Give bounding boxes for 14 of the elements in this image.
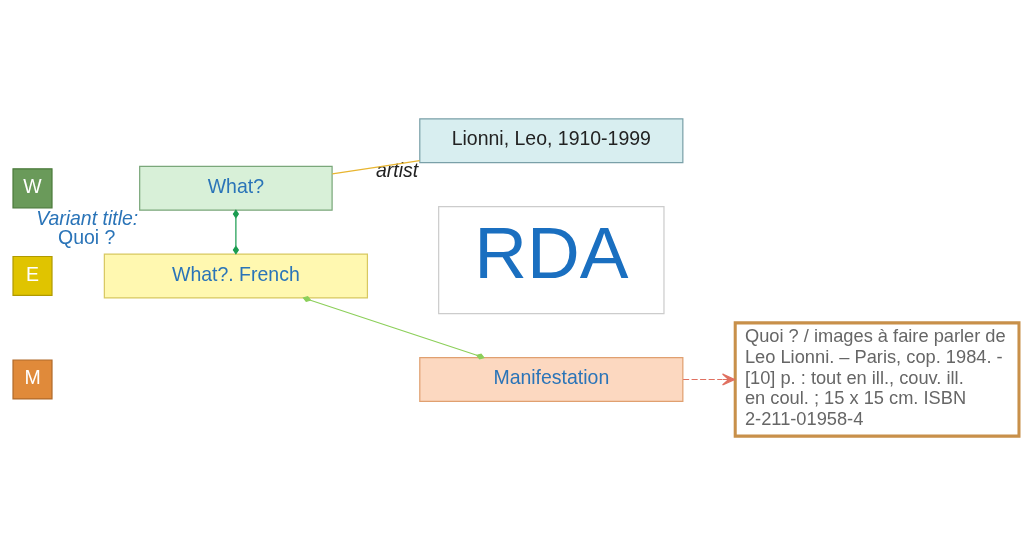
node-box: Manifestation (419, 356, 684, 402)
node-box: What?. French (103, 252, 369, 298)
arrow (682, 372, 736, 386)
node-box: W (12, 167, 53, 208)
node-box: M (12, 358, 53, 400)
node-box: Lionni, Leo, 1910-1999 (419, 117, 684, 163)
connector (232, 208, 240, 255)
node-box: Quoi ? / images à faire parler de Leo Lionni. – Paris, cop. 1984. - [10] p. : tout en ill., couv. ill. en coul. ; 15 x 15 cm. ISBN 2-211-01958-4 (733, 320, 1021, 438)
connector (302, 295, 485, 359)
node-box: What? (139, 165, 333, 211)
connector (331, 159, 421, 174)
node-box: RDA (438, 205, 665, 314)
node-label: artist (375, 158, 419, 181)
node-box: E (12, 255, 53, 296)
